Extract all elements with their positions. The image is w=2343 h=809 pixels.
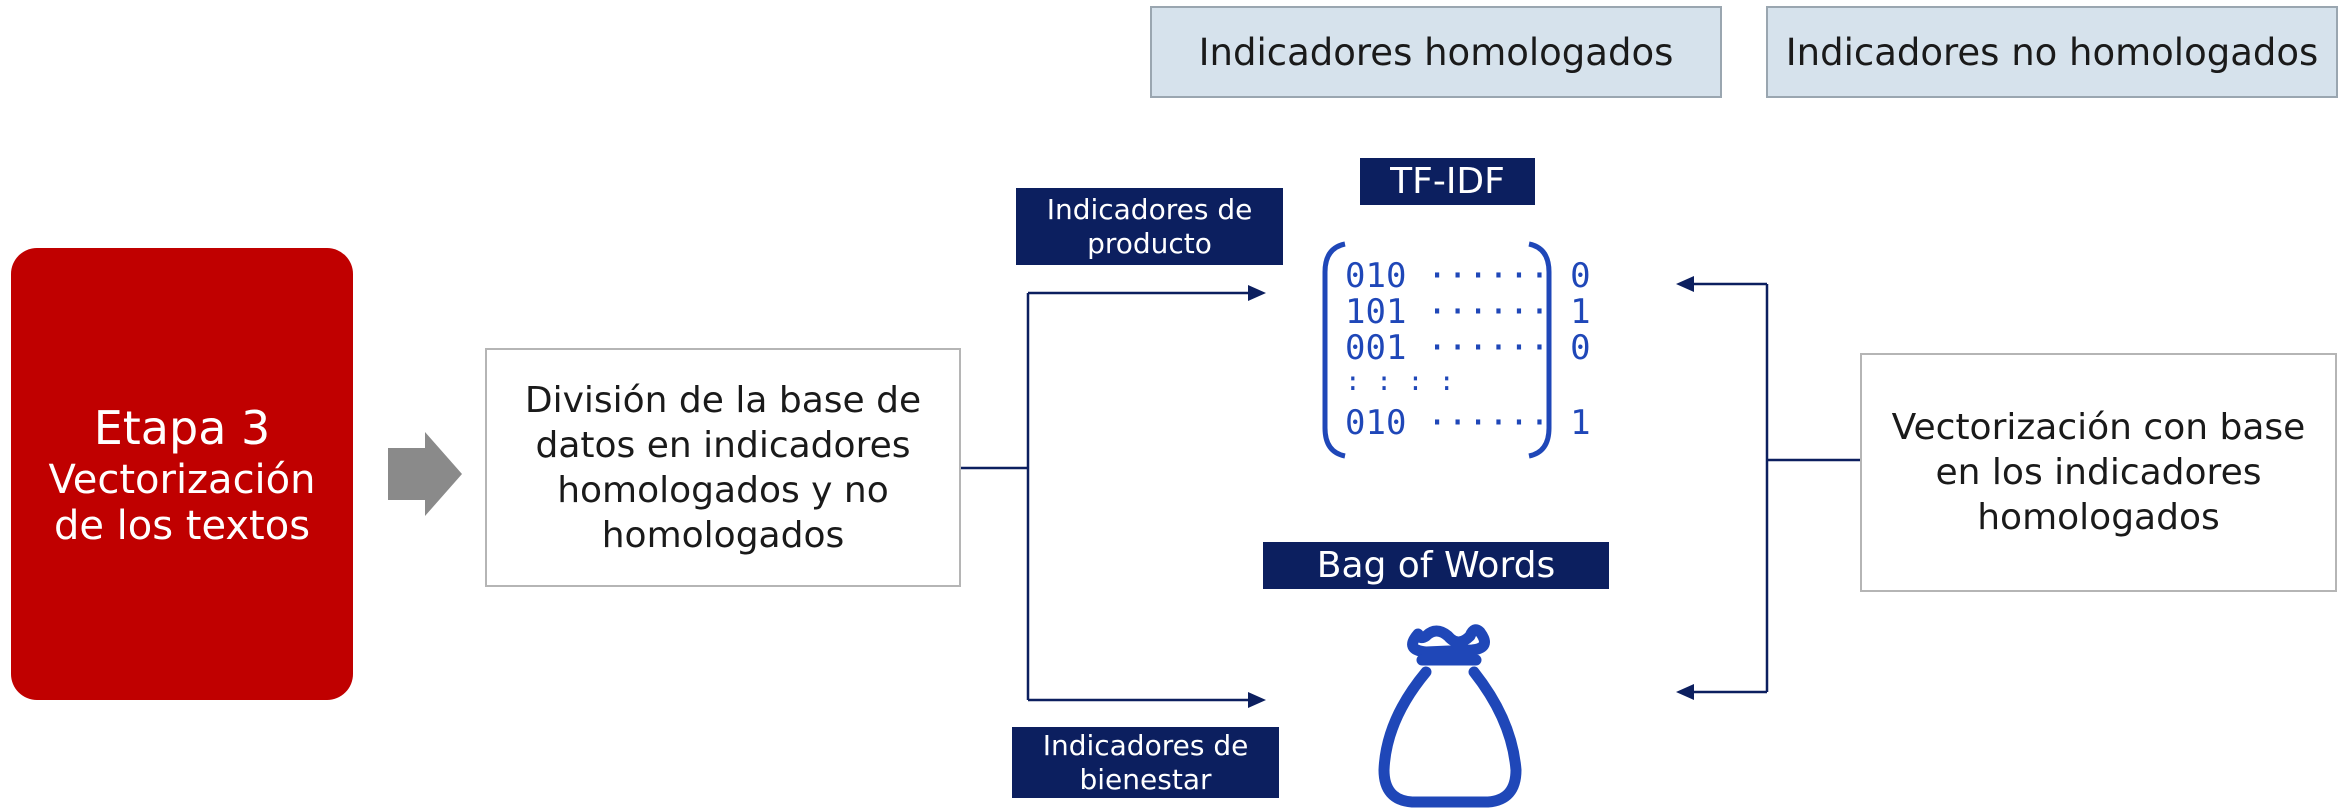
header-homologados-label: Indicadores homologados <box>1198 30 1674 74</box>
matrix-row: 101 ······ 1 <box>1345 292 1591 332</box>
division-box: División de la base de datos en indicado… <box>485 348 961 587</box>
binary-matrix-icon: 010 ······ 0 101 ······ 1 001 ······ 0 :… <box>1322 241 1591 459</box>
tag-indicadores-producto: Indicadores de producto <box>1016 188 1283 265</box>
split-connector <box>961 291 1250 702</box>
tag-tfidf-label: TF-IDF <box>1390 161 1505 202</box>
division-text: División de la base de datos en indicado… <box>524 379 922 556</box>
header-indicadores-homologados: Indicadores homologados <box>1150 6 1722 98</box>
right-arrow-icon <box>388 432 462 516</box>
arrowhead-from-vector-bottom <box>1676 684 1694 700</box>
tag-bow-label: Bag of Words <box>1316 545 1556 586</box>
tag-bienestar-label: Indicadores de bienestar <box>1042 728 1249 796</box>
vectorization-connector <box>1692 282 1860 694</box>
matrix-row: : : : : <box>1345 367 1455 397</box>
arrowhead-to-bow <box>1248 692 1266 708</box>
tag-tf-idf: TF-IDF <box>1360 158 1535 205</box>
header-indicadores-no-homologados: Indicadores no homologados <box>1766 6 2338 98</box>
header-no-homologados-label: Indicadores no homologados <box>1785 30 2319 74</box>
matrix-row: 010 ······ 0 <box>1345 256 1591 296</box>
stage-title: Etapa 3 <box>93 401 271 455</box>
money-bag-icon <box>1378 624 1522 808</box>
arrowhead-from-vector-top <box>1676 276 1694 292</box>
vectorization-box: Vectorización con base en los indicadore… <box>1860 353 2337 592</box>
tag-producto-label: Indicadores de producto <box>1046 192 1253 260</box>
matrix-row: 010 ······ 1 <box>1345 403 1591 443</box>
binary-matrix-rows: 010 ······ 0 101 ······ 1 001 ······ 0 :… <box>1345 256 1591 443</box>
stage-subtitle: Vectorización de los textos <box>48 457 316 549</box>
matrix-row: 001 ······ 0 <box>1345 328 1591 368</box>
stage-box: Etapa 3 Vectorización de los textos <box>11 248 353 700</box>
arrowhead-to-tfidf <box>1248 285 1266 301</box>
tag-bag-of-words: Bag of Words <box>1263 542 1609 589</box>
vectorization-text: Vectorización con base en los indicadore… <box>1891 407 2306 538</box>
tag-indicadores-bienestar: Indicadores de bienestar <box>1012 727 1279 798</box>
